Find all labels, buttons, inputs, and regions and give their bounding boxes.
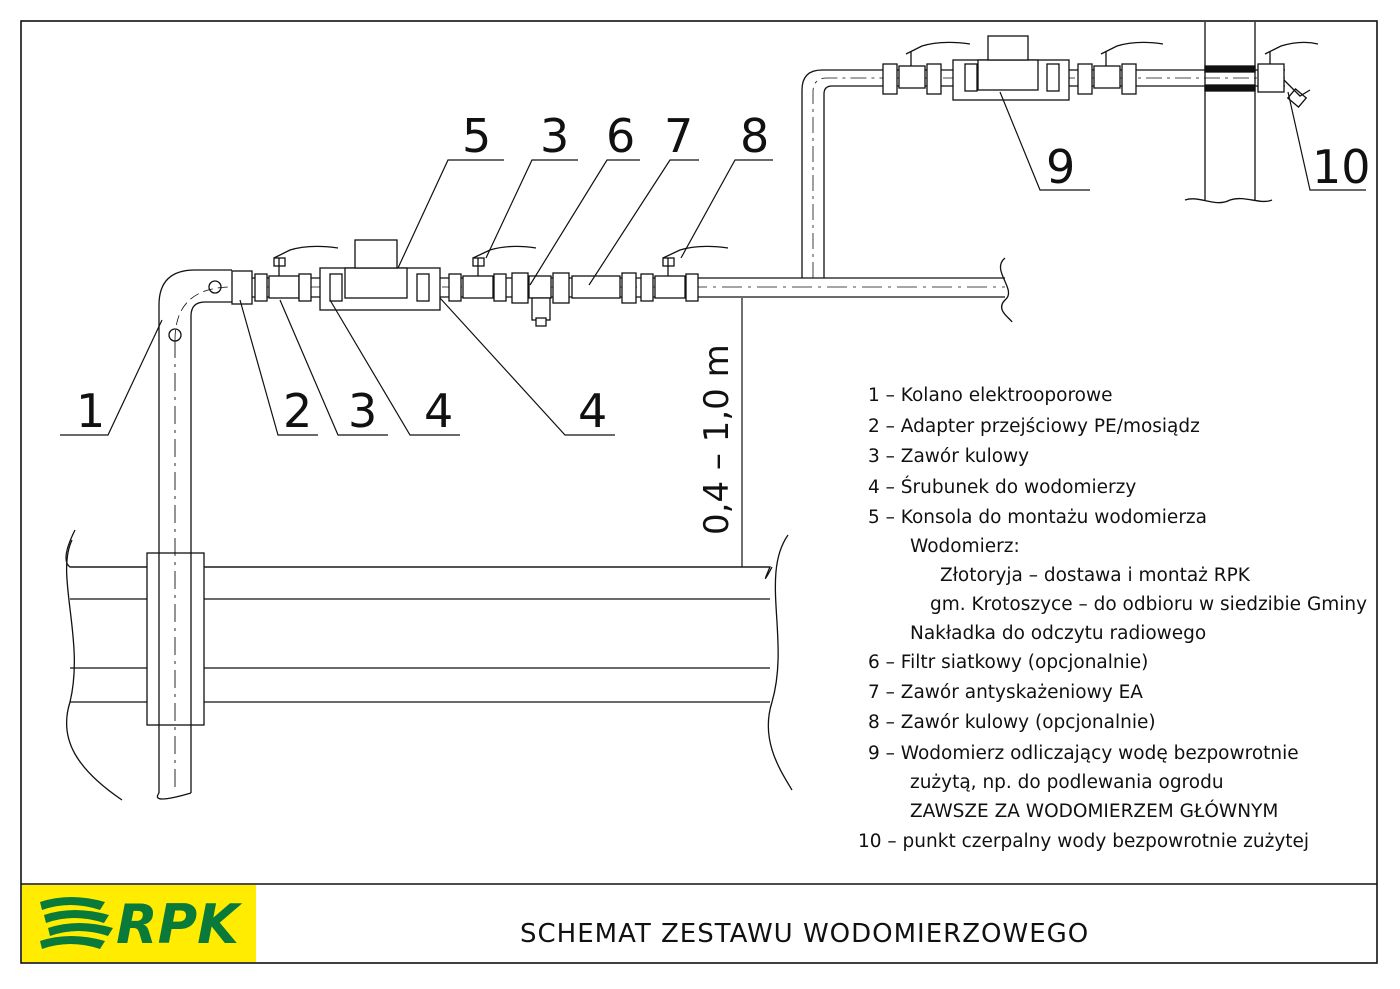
- legend-item-6: 6 – Filtr siatkowy (opcjonalnie): [868, 652, 1148, 673]
- legend-item-2: 2 – Adapter przejściowy PE/mosiądz: [868, 416, 1200, 437]
- legend-item-4: 4 – Śrubunek do wodomierzy: [868, 476, 1136, 498]
- callout-3-top: 3: [540, 109, 569, 163]
- legend-item-8: 8 – Zawór kulowy (opcjonalnie): [868, 712, 1156, 733]
- vertical-service-pipe: [156, 340, 192, 800]
- legend-item-9: 9 – Wodomierz odliczający wodę bezpowrot…: [868, 743, 1299, 764]
- callout-3-bottom: 3: [348, 384, 377, 438]
- depth-dimension-label: 0,4 – 1,0 m: [697, 344, 737, 535]
- legend-item-7: 7 – Zawór antyskażeniowy EA: [868, 682, 1143, 703]
- callout-4-right: 4: [578, 384, 607, 438]
- electrofusion-elbow: [158, 269, 233, 342]
- logo-waves-icon: [40, 897, 113, 949]
- callout-7: 7: [664, 109, 693, 163]
- callout-1: 1: [76, 384, 105, 438]
- drawing-title: SCHEMAT ZESTAWU WODOMIERZOWEGO: [520, 919, 1089, 949]
- legend-item-1: 1 – Kolano elektrooporowe: [868, 385, 1113, 406]
- callout-2: 2: [283, 384, 312, 438]
- legend-item-5-krotoszyce: gm. Krotoszyce – do odbioru w siedzibie …: [930, 594, 1367, 615]
- ball-valve-handles-upper: [905, 41, 1319, 109]
- callout-10: 10: [1312, 140, 1371, 194]
- legend-item-5: 5 – Konsola do montażu wodomierza: [868, 507, 1207, 528]
- logo-text: RPK: [116, 893, 243, 956]
- legend-item-9-line2: zużytą, np. do podlewania ogrodu: [910, 772, 1224, 793]
- legend-item-3: 3 – Zawór kulowy: [868, 446, 1029, 467]
- drawing-frame: [20, 20, 1378, 964]
- company-logo: RPK: [22, 885, 256, 962]
- legend-item-10: 10 – punkt czerpalny wody bezpowrotnie z…: [858, 831, 1309, 852]
- tapping-saddle: [146, 552, 205, 726]
- legend-item-5-meter: Wodomierz:: [910, 536, 1020, 557]
- legend-item-5-radio: Nakładka do odczytu radiowego: [910, 623, 1206, 644]
- legend: 1 – Kolano elektrooporowe 2 – Adapter pr…: [858, 385, 1367, 852]
- callout-6: 6: [606, 109, 635, 163]
- callout-9: 9: [1046, 140, 1075, 194]
- legend-item-9-line3: ZAWSZE ZA WODOMIERZEM GŁÓWNYM: [910, 800, 1278, 822]
- fittings-lower-run: [231, 239, 699, 327]
- legend-item-5-zlotoryja: Złotoryja – dostawa i montaż RPK: [940, 565, 1251, 586]
- riser-pipe: [801, 69, 885, 278]
- callout-4-left: 4: [424, 384, 453, 438]
- fittings-upper-run: [882, 35, 1285, 101]
- building-wall: [1184, 22, 1273, 204]
- callout-5: 5: [462, 109, 491, 163]
- callout-8: 8: [740, 109, 769, 163]
- leader-lines: [60, 91, 1366, 436]
